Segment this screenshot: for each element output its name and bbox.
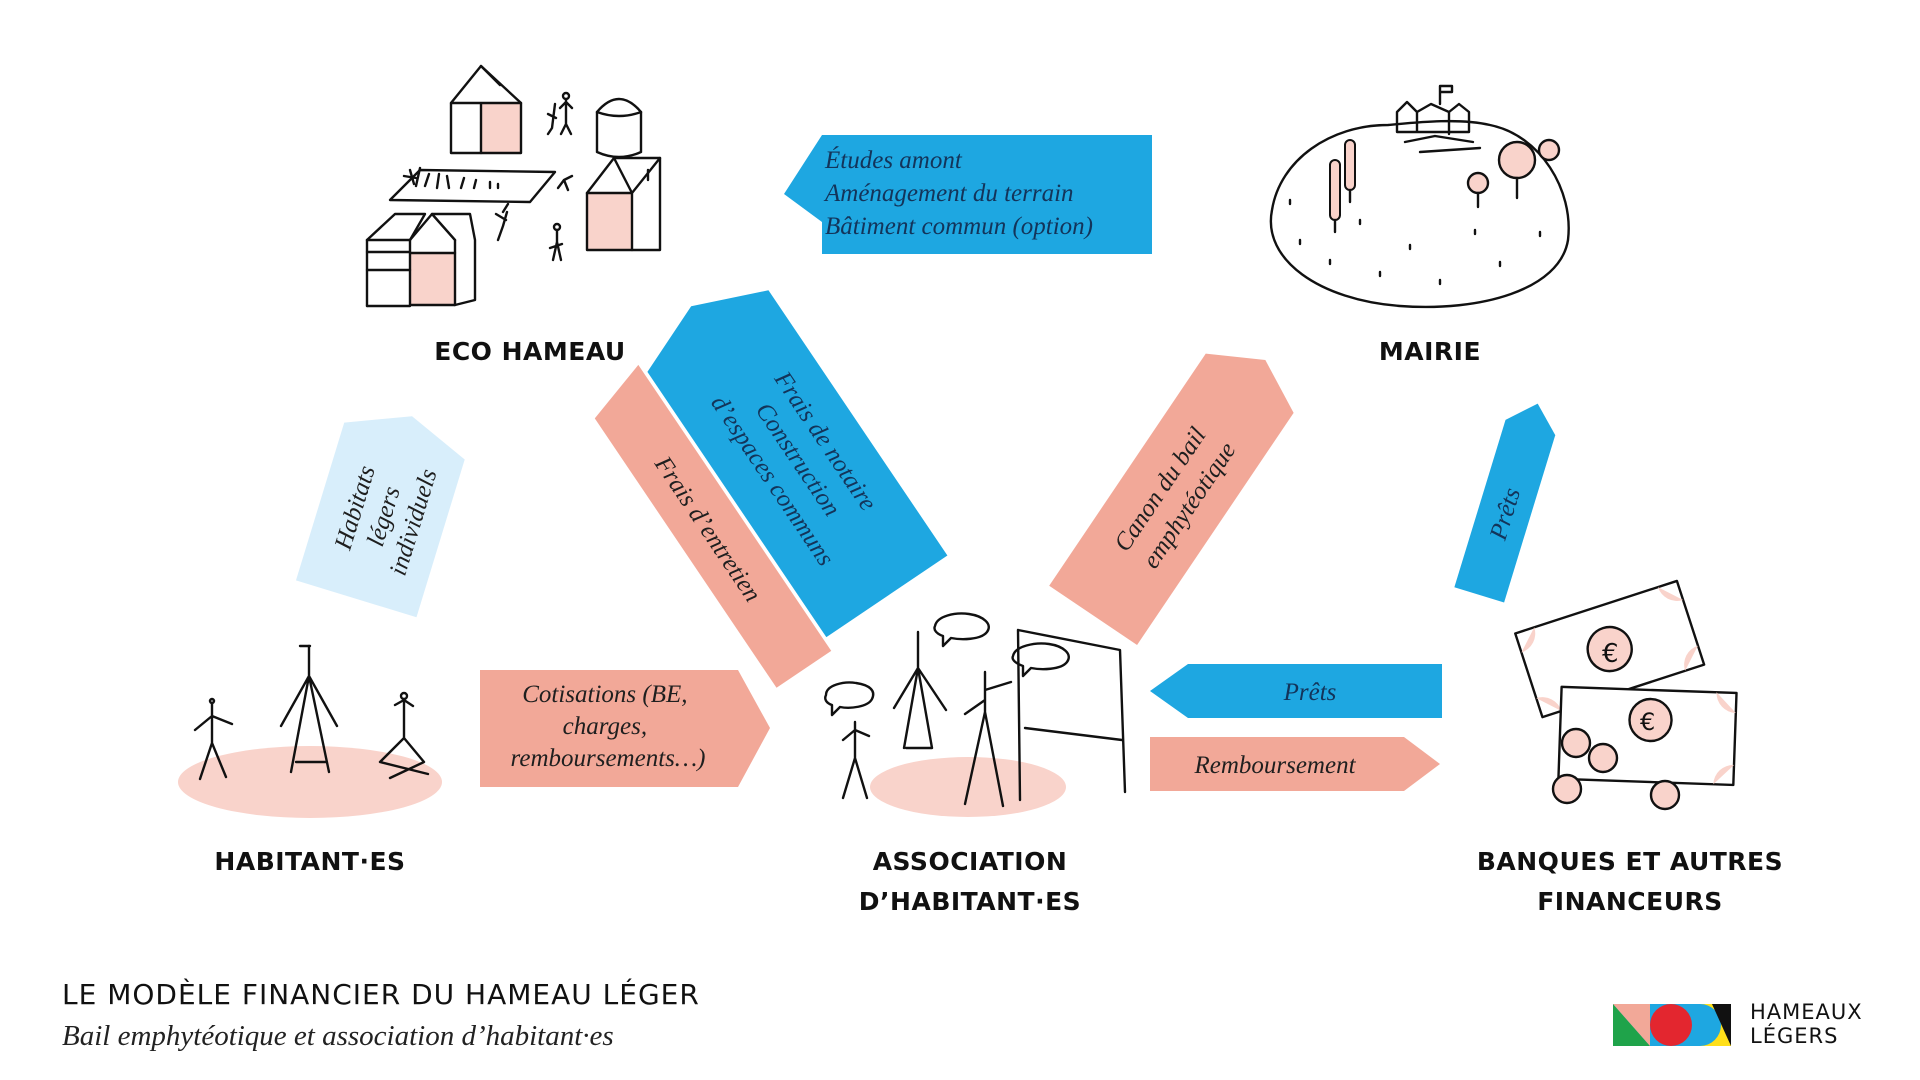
- arrow-habitants-to-eco: Habitats légers individuels: [295, 416, 465, 618]
- arrow-assoc-to-banques-label: Remboursement: [1193, 752, 1356, 779]
- arrow-assoc-to-mairie: Canon du bail emphytéotique: [1049, 353, 1294, 645]
- arrow-mairie-to-eco-hameau: Études amont Aménagement du terrain Bâti…: [784, 135, 1152, 254]
- logo-wordmark: HAMEAUX LÉGERS: [1750, 1000, 1863, 1048]
- arrow-habitants-to-assoc-label: Cotisations (BE, charges, remboursements…: [511, 681, 706, 772]
- footer-subtitle: Bail emphytéotique et association d’habi…: [62, 1020, 614, 1052]
- node-eco-hameau: ECO HAMEAU: [434, 337, 626, 366]
- arrow-assoc-to-banques: Remboursement: [1150, 737, 1440, 791]
- logo-line1: HAMEAUX: [1750, 1000, 1863, 1024]
- node-banques-line2: FINANCEURS: [1537, 887, 1723, 916]
- node-association-line2: D’HABITANT·ES: [858, 887, 1082, 916]
- node-association: ASSOCIATION D’HABITANT·ES: [820, 842, 1120, 922]
- footer-title: LE MODÈLE FINANCIER DU HAMEAU LÉGER: [62, 978, 700, 1011]
- node-banques-line1: BANQUES ET AUTRES: [1476, 847, 1784, 876]
- node-association-line1: ASSOCIATION: [872, 847, 1068, 876]
- association-illustration: [824, 612, 1127, 817]
- node-mairie: MAIRIE: [1378, 337, 1482, 366]
- hameaux-legers-logo: [1613, 1004, 1731, 1046]
- arrow-mairie-to-eco-label: Études amont Aménagement du terrain Bâti…: [823, 146, 1093, 240]
- arrow-banques-to-assoc: Prêts: [1150, 664, 1442, 718]
- arrow-banques-to-mairie: Prêts: [1454, 403, 1556, 603]
- mairie-illustration: [1269, 84, 1570, 309]
- logo-line2: LÉGERS: [1750, 1024, 1839, 1048]
- arrow-banques-to-assoc-label: Prêts: [1283, 679, 1337, 706]
- arrow-habitants-to-assoc: Cotisations (BE, charges, remboursements…: [480, 670, 770, 787]
- node-habitants: HABITANT·ES: [214, 847, 406, 876]
- euro-symbol-1: €: [1602, 639, 1619, 669]
- eco-hameau-illustration: [365, 64, 662, 308]
- habitants-illustration: [178, 644, 442, 818]
- banques-illustration: € €: [1514, 579, 1738, 811]
- euro-symbol-2: €: [1640, 708, 1655, 736]
- node-banques: BANQUES ET AUTRES FINANCEURS: [1440, 842, 1820, 922]
